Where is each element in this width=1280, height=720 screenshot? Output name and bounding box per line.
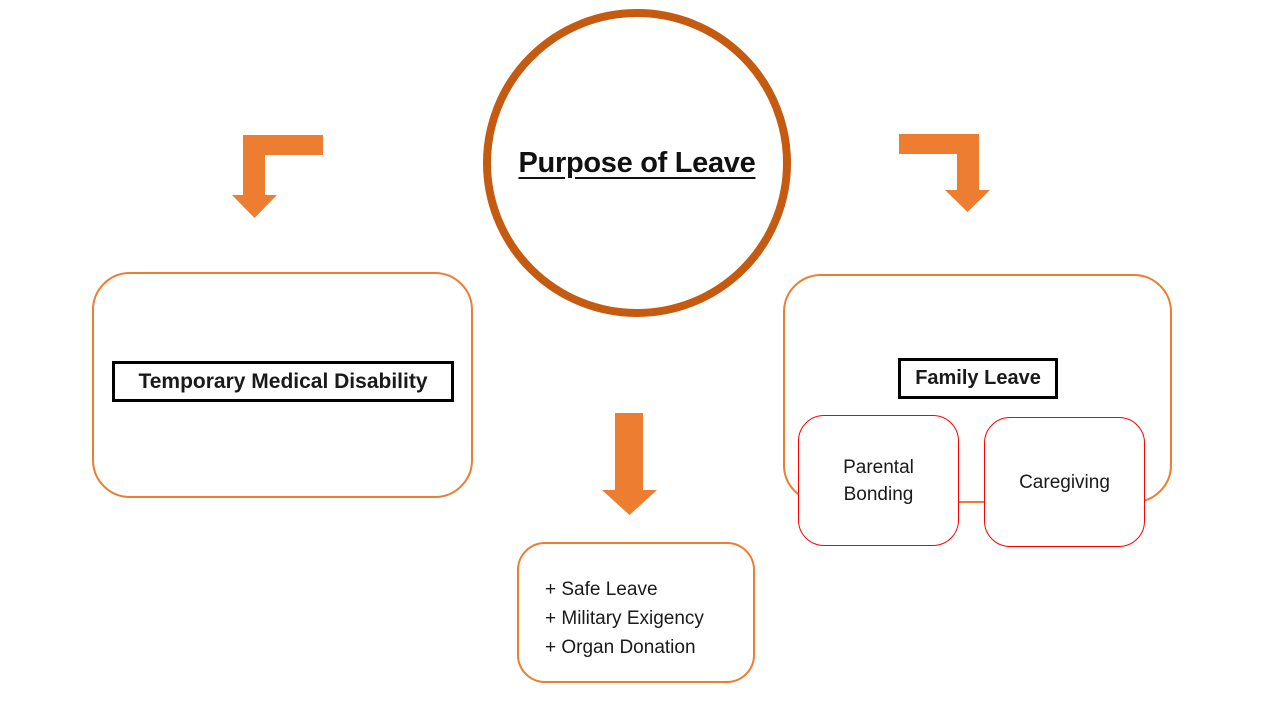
- temporary-medical-disability-label: Temporary Medical Disability: [112, 361, 454, 402]
- parental-bonding-text: Parental Bonding: [843, 456, 914, 505]
- temporary-medical-disability-branch: Temporary Medical Disability: [92, 272, 473, 498]
- diagram-title: Purpose of Leave: [518, 146, 756, 179]
- family-leave-label: Family Leave: [898, 358, 1058, 399]
- caregiving-node: Caregiving: [984, 417, 1145, 547]
- parental-bonding-node: Parental Bonding: [798, 415, 959, 546]
- list-item: + Organ Donation: [545, 637, 696, 658]
- caregiving-text: Caregiving: [1019, 471, 1110, 493]
- list-item: + Military Exigency: [545, 608, 704, 629]
- purpose-of-leave-node: Purpose of Leave: [483, 9, 791, 317]
- temporary-medical-disability-text: Temporary Medical Disability: [138, 369, 428, 393]
- bent-arrow-down-right-icon: [899, 134, 990, 212]
- other-leave-types-list: + Safe Leave + Military Exigency + Organ…: [519, 544, 753, 662]
- bent-arrow-down-left-icon: [232, 135, 323, 218]
- family-leave-text: Family Leave: [915, 367, 1041, 389]
- list-item: + Safe Leave: [545, 579, 658, 600]
- other-leave-types-branch: + Safe Leave + Military Exigency + Organ…: [517, 542, 755, 683]
- down-arrow-icon: [602, 413, 657, 515]
